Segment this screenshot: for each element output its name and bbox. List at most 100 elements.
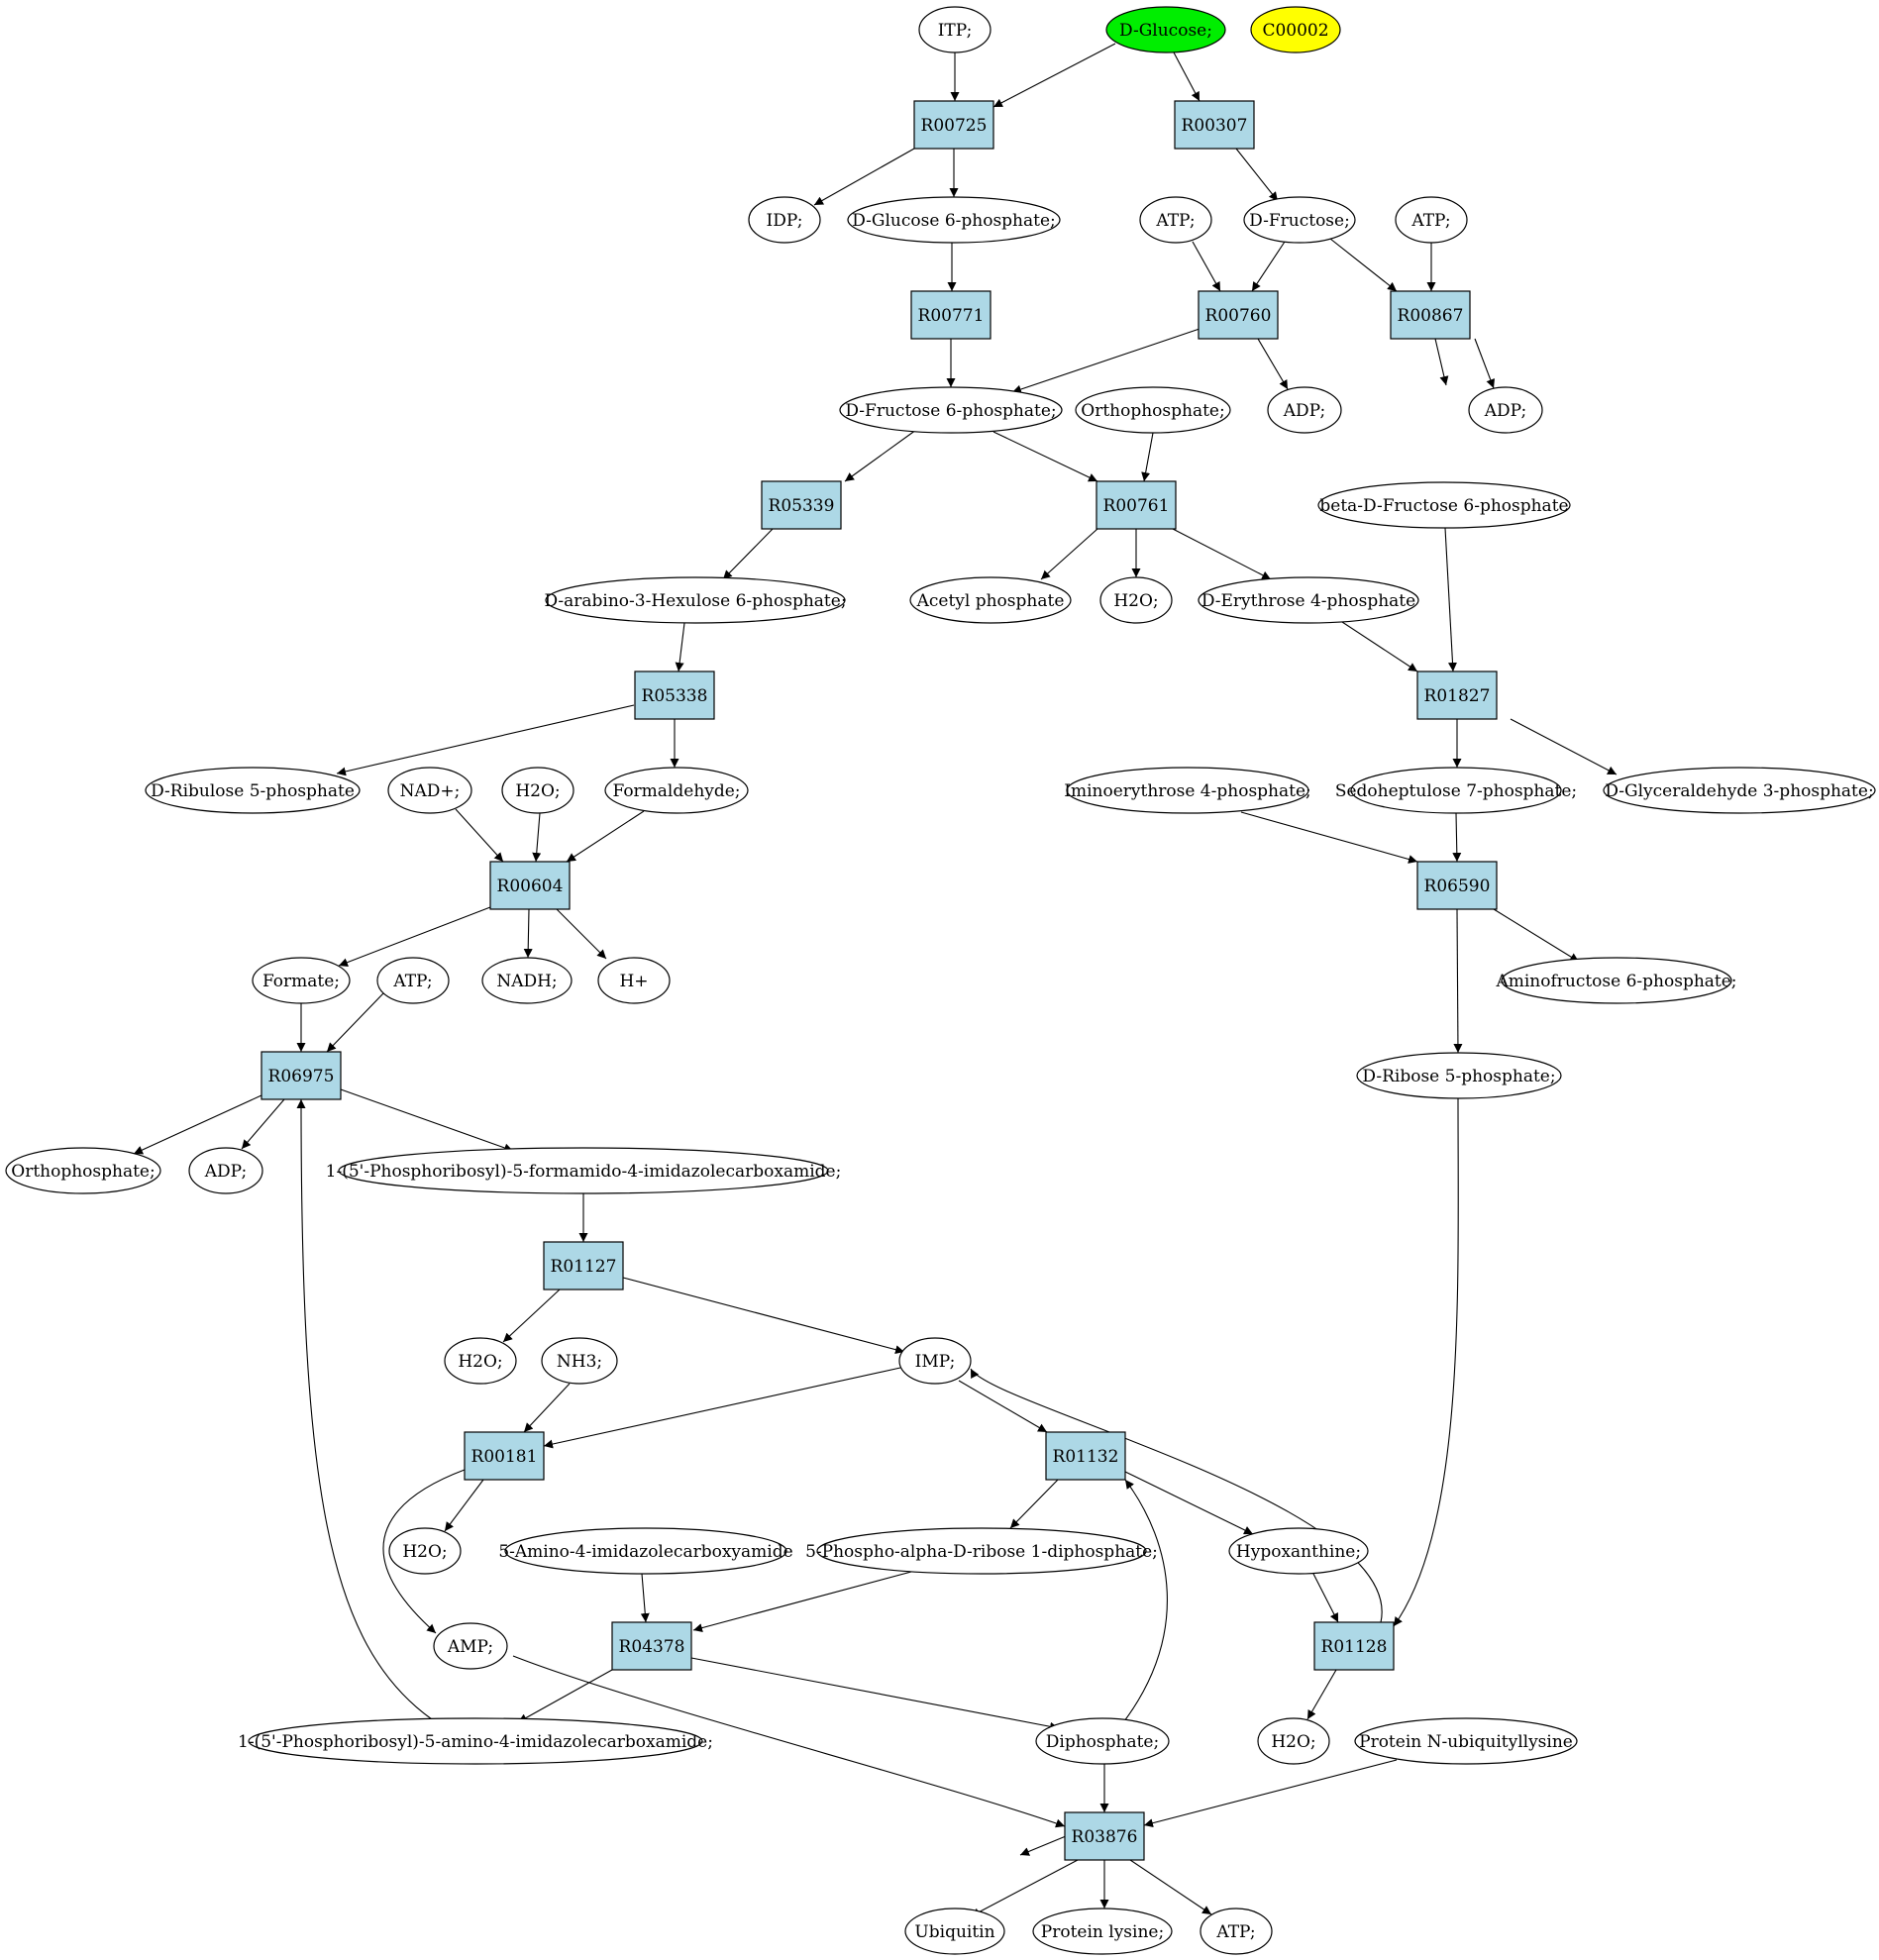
reaction-node-r04378[interactable]: R04378 xyxy=(611,1621,692,1671)
edge-arrow xyxy=(382,1469,466,1634)
compound-node-r5p[interactable]: D-Ribose 5-phosphate; xyxy=(1356,1052,1562,1099)
compound-node-lysine[interactable]: Protein lysine; xyxy=(1032,1908,1173,1955)
edge-arrow xyxy=(532,812,542,863)
compound-node-bf6p[interactable]: beta-D-Fructose 6-phosphate xyxy=(1317,481,1571,529)
compound-node-f6p[interactable]: D-Fructose 6-phosphate; xyxy=(839,386,1063,434)
compound-node-adp3[interactable]: ADP; xyxy=(188,1147,263,1194)
edge-arrow xyxy=(556,908,607,960)
reaction-box xyxy=(464,1431,545,1481)
compound-ellipse xyxy=(1200,1908,1273,1955)
compound-node-s7p[interactable]: Sedoheptulose 7-phosphate; xyxy=(1335,767,1577,814)
compound-label: Acetyl phosphate xyxy=(916,591,1065,611)
compound-node-h2o3[interactable]: H2O; xyxy=(444,1337,517,1385)
reaction-box xyxy=(910,290,992,340)
compound-node-hypoxanthine[interactable]: Hypoxanthine; xyxy=(1228,1527,1369,1575)
compound-node-glucose[interactable]: D-Glucose; xyxy=(1105,6,1226,53)
compound-node-ubiquitin[interactable]: Ubiquitin xyxy=(904,1908,1005,1955)
reaction-node-r00761[interactable]: R00761 xyxy=(1096,480,1177,530)
compound-node-ru5p[interactable]: D-Ribulose 5-phosphate xyxy=(145,767,361,814)
reaction-node-r03876[interactable]: R03876 xyxy=(1064,1811,1145,1861)
reaction-node-r06975[interactable]: R06975 xyxy=(261,1051,342,1100)
compound-label: Formate; xyxy=(262,972,340,991)
reaction-node-r00181[interactable]: R00181 xyxy=(464,1431,545,1481)
edge-arrow xyxy=(512,1655,1066,1828)
compound-node-nubiq[interactable]: Protein N-ubiquityllysine xyxy=(1354,1717,1578,1765)
compound-node-orthophosphate1[interactable]: Orthophosphate; xyxy=(1075,386,1231,434)
compound-label: 5-Amino-4-imidazolecarboxyamide xyxy=(498,1542,792,1562)
compound-node-formaldehyde[interactable]: Formaldehyde; xyxy=(604,767,749,814)
compound-node-aica[interactable]: 5-Amino-4-imidazolecarboxyamide xyxy=(498,1527,793,1575)
reaction-box xyxy=(543,1241,624,1290)
compound-label: ATP; xyxy=(1410,211,1450,231)
reaction-node-r01128[interactable]: R01128 xyxy=(1313,1621,1395,1671)
compound-node-atp1[interactable]: ATP; xyxy=(1139,196,1212,244)
compound-node-nad[interactable]: NAD+; xyxy=(387,767,472,814)
reaction-node-r05339[interactable]: R05339 xyxy=(761,480,842,530)
compound-node-faicar[interactable]: 1-(5'-Phosphoribosyl)-5-formamido-4-imid… xyxy=(326,1147,842,1194)
reaction-label: R05339 xyxy=(769,496,835,516)
edge-arrow xyxy=(690,1657,1060,1731)
reaction-node-r06590[interactable]: R06590 xyxy=(1416,861,1498,910)
compound-node-atp3[interactable]: ATP; xyxy=(376,957,450,1004)
compound-node-orthophosphate2[interactable]: Orthophosphate; xyxy=(5,1147,161,1194)
compound-node-hplus[interactable]: H+ xyxy=(597,957,671,1004)
reaction-node-r01127[interactable]: R01127 xyxy=(543,1241,624,1290)
reaction-node-r00725[interactable]: R00725 xyxy=(913,100,994,150)
edge-arrow xyxy=(1129,1859,1212,1915)
reaction-node-r00604[interactable]: R00604 xyxy=(489,861,571,910)
compound-label: NADH; xyxy=(496,972,557,991)
compound-node-nadh[interactable]: NADH; xyxy=(481,957,573,1004)
compound-node-adp2[interactable]: ADP; xyxy=(1468,386,1543,434)
reaction-box xyxy=(1045,1431,1126,1481)
compound-node-fructose[interactable]: D-Fructose; xyxy=(1243,196,1356,244)
compound-ellipse xyxy=(1350,767,1562,814)
compound-node-hexulose[interactable]: D-arabino-3-Hexulose 6-phosphate; xyxy=(544,576,847,624)
compound-node-diphosphate[interactable]: Diphosphate; xyxy=(1035,1717,1170,1765)
compound-label: H2O; xyxy=(402,1542,447,1562)
reaction-node-r00771[interactable]: R00771 xyxy=(910,290,992,340)
compound-ellipse xyxy=(748,196,821,244)
reaction-label: R05338 xyxy=(642,686,708,706)
edge-arrow xyxy=(133,1094,262,1155)
reaction-box xyxy=(634,671,715,720)
compound-label: 1-(5'-Phosphoribosyl)-5-amino-4-imidazol… xyxy=(238,1732,713,1752)
compound-node-formate[interactable]: Formate; xyxy=(252,957,351,1004)
reaction-label: R00761 xyxy=(1103,496,1170,516)
compound-node-h2o5[interactable]: H2O; xyxy=(1257,1717,1330,1765)
compound-ellipse xyxy=(504,1527,787,1575)
edge-arrow xyxy=(1011,328,1200,394)
reaction-node-r00867[interactable]: R00867 xyxy=(1390,290,1471,340)
compound-node-prpp[interactable]: 5-Phospho-alpha-D-ribose 1-diphosphate; xyxy=(805,1527,1158,1575)
compound-node-h2o2[interactable]: H2O; xyxy=(501,767,574,814)
compound-node-iminoe4p[interactable]: Iminoerythrose 4-phosphate; xyxy=(1064,767,1311,814)
reaction-label: R00867 xyxy=(1398,306,1464,326)
compound-node-atp2[interactable]: ATP; xyxy=(1395,196,1468,244)
compound-label: ADP; xyxy=(1283,401,1325,421)
compound-node-aicar[interactable]: 1-(5'-Phosphoribosyl)-5-amino-4-imidazol… xyxy=(238,1717,713,1765)
compound-node-imp[interactable]: IMP; xyxy=(898,1337,972,1385)
compound-node-acetylp[interactable]: Acetyl phosphate xyxy=(909,576,1072,624)
compound-node-amp[interactable]: AMP; xyxy=(433,1622,508,1670)
compound-node-h2o4[interactable]: H2O; xyxy=(388,1527,462,1575)
compound-ellipse xyxy=(898,1337,972,1385)
reaction-box xyxy=(1416,671,1498,720)
compound-node-atp4[interactable]: ATP; xyxy=(1200,1908,1273,1955)
compound-node-e4p[interactable]: D-Erythrose 4-phosphate xyxy=(1198,576,1419,624)
compound-node-g3p[interactable]: D-Glyceraldehyde 3-phosphate; xyxy=(1603,767,1876,814)
reaction-node-r01132[interactable]: R01132 xyxy=(1045,1431,1126,1481)
compound-node-idp[interactable]: IDP; xyxy=(748,196,821,244)
reaction-label: R01127 xyxy=(551,1257,617,1277)
compound-node-h2o1[interactable]: H2O; xyxy=(1099,576,1173,624)
compound-node-nh3[interactable]: NH3; xyxy=(541,1337,618,1385)
reaction-node-r01827[interactable]: R01827 xyxy=(1416,671,1498,720)
edge-arrow xyxy=(241,1098,285,1150)
compound-node-c00002[interactable]: C00002 xyxy=(1250,6,1341,53)
compound-node-adp1[interactable]: ADP; xyxy=(1267,386,1342,434)
reaction-node-r05338[interactable]: R05338 xyxy=(634,671,715,720)
reaction-node-r00307[interactable]: R00307 xyxy=(1174,100,1255,150)
reaction-label: R04378 xyxy=(619,1637,685,1657)
compound-node-itp[interactable]: ITP; xyxy=(918,6,992,53)
compound-node-aminof6p[interactable]: Aminofructose 6-phosphate; xyxy=(1495,957,1737,1004)
reaction-node-r00760[interactable]: R00760 xyxy=(1198,290,1279,340)
compound-node-g6p[interactable]: D-Glucose 6-phosphate; xyxy=(847,196,1061,244)
